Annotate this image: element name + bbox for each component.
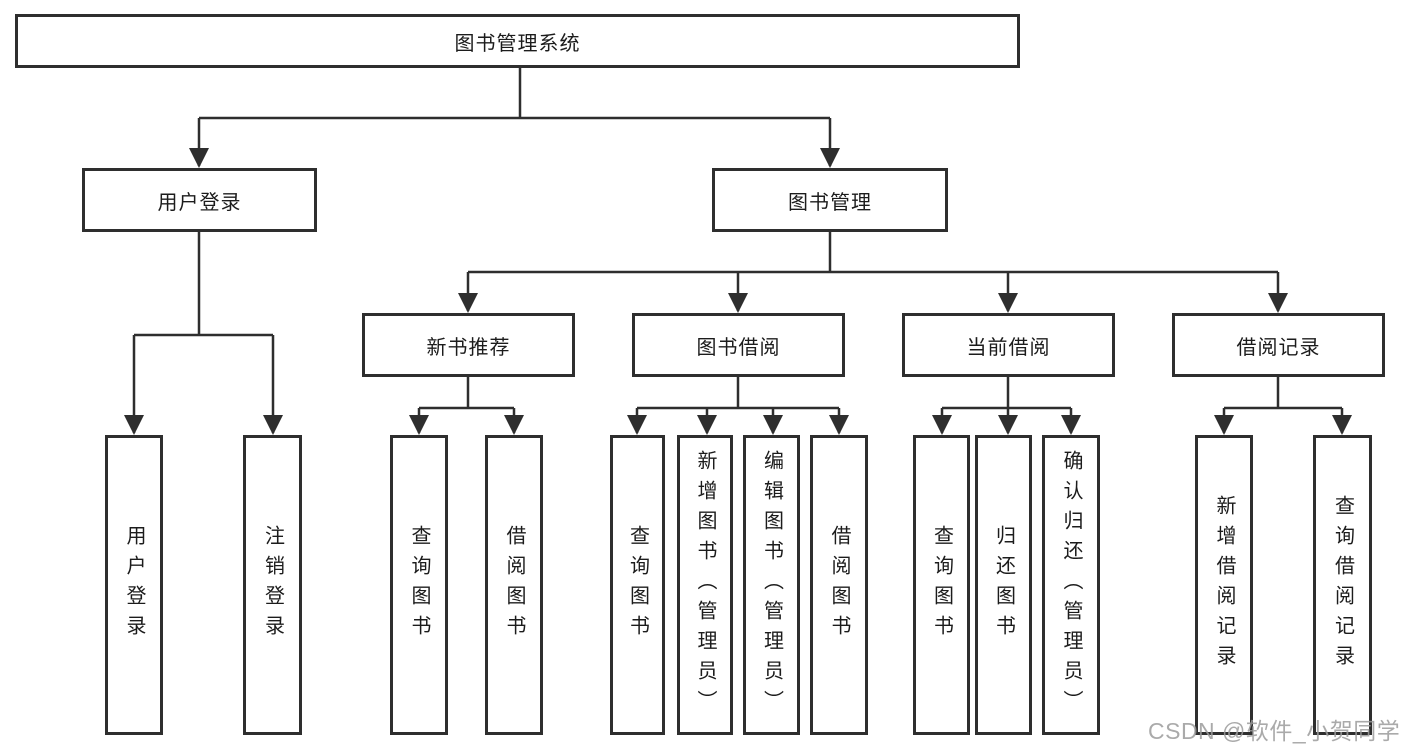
leaf-confirm-return-admin: 确认归还（管理员） bbox=[1042, 435, 1100, 735]
node-book-borrowing: 图书借阅 bbox=[632, 313, 845, 377]
leaf-query-book: 查询图书 bbox=[610, 435, 665, 735]
leaf-query-book: 查询图书 bbox=[390, 435, 448, 735]
node-label: 当前借阅 bbox=[966, 336, 1051, 359]
watermark: CSDN @软件_小贺同学 bbox=[1148, 718, 1401, 744]
node-current-borrowing: 当前借阅 bbox=[902, 313, 1115, 377]
leaf-borrow-book: 借阅图书 bbox=[810, 435, 868, 735]
leaf-label: 新增图书（管理员） bbox=[694, 450, 716, 720]
leaf-label: 确认归还（管理员） bbox=[1060, 450, 1082, 720]
leaf-query-book: 查询图书 bbox=[913, 435, 970, 735]
leaf-label: 借阅图书 bbox=[828, 525, 850, 645]
leaf-add-book-admin: 新增图书（管理员） bbox=[677, 435, 733, 735]
node-label: 图书借阅 bbox=[696, 336, 781, 359]
leaf-label: 查询借阅记录 bbox=[1331, 495, 1354, 675]
node-user-login: 用户登录 bbox=[82, 168, 317, 232]
node-label: 新书推荐 bbox=[426, 336, 511, 359]
node-label: 图书管理 bbox=[788, 191, 872, 214]
node-borrowing-records: 借阅记录 bbox=[1172, 313, 1385, 377]
leaf-user-login: 用户登录 bbox=[105, 435, 163, 735]
leaf-label: 新增借阅记录 bbox=[1213, 495, 1235, 675]
node-label: 图书管理系统 bbox=[454, 32, 581, 55]
leaf-query-borrow-record: 查询借阅记录 bbox=[1313, 435, 1372, 735]
leaf-label: 用户登录 bbox=[123, 525, 145, 645]
leaf-label: 查询图书 bbox=[626, 525, 649, 645]
node-label: 用户登录 bbox=[157, 191, 242, 214]
leaf-add-borrow-record: 新增借阅记录 bbox=[1195, 435, 1253, 735]
leaf-label: 查询图书 bbox=[930, 525, 953, 645]
leaf-return-book: 归还图书 bbox=[975, 435, 1032, 735]
leaf-label: 归还图书 bbox=[992, 525, 1015, 645]
leaf-label: 查询图书 bbox=[408, 525, 430, 645]
leaf-edit-book-admin: 编辑图书（管理员） bbox=[743, 435, 800, 735]
leaf-label: 借阅图书 bbox=[503, 525, 525, 645]
leaf-borrow-book: 借阅图书 bbox=[485, 435, 543, 735]
node-book-management: 图书管理 bbox=[712, 168, 948, 232]
node-new-book-recommendation: 新书推荐 bbox=[362, 313, 575, 377]
node-label: 借阅记录 bbox=[1236, 336, 1321, 359]
leaf-label: 编辑图书（管理员） bbox=[760, 450, 783, 720]
leaf-logout: 注销登录 bbox=[243, 435, 302, 735]
leaf-label: 注销登录 bbox=[261, 525, 284, 645]
node-library-management-system: 图书管理系统 bbox=[15, 14, 1020, 68]
